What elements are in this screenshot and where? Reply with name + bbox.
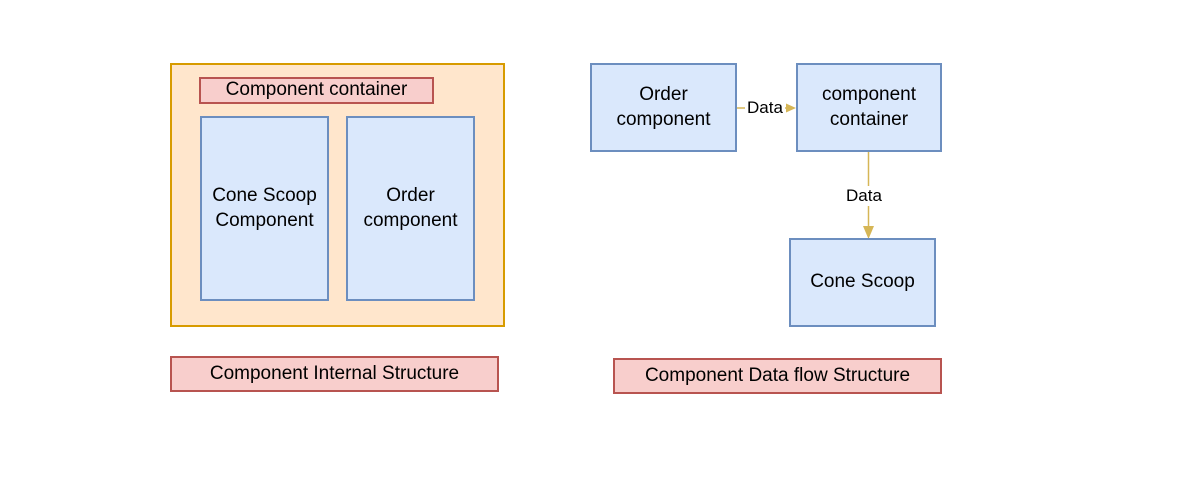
flow-cone-scoop-box: Cone Scoop [789,238,936,327]
flow-component-container-box: component container [796,63,942,152]
edge-label-data-vertical: Data [844,186,884,206]
data-flow-caption: Component Data flow Structure [613,358,942,394]
component-container-label: Component container [199,77,434,104]
order-component-box: Order component [346,116,475,301]
edge-label-data-horizontal: Data [745,98,785,118]
cone-scoop-component-box: Cone Scoop Component [200,116,329,301]
flow-order-component-box: Order component [590,63,737,152]
internal-structure-caption: Component Internal Structure [170,356,499,392]
